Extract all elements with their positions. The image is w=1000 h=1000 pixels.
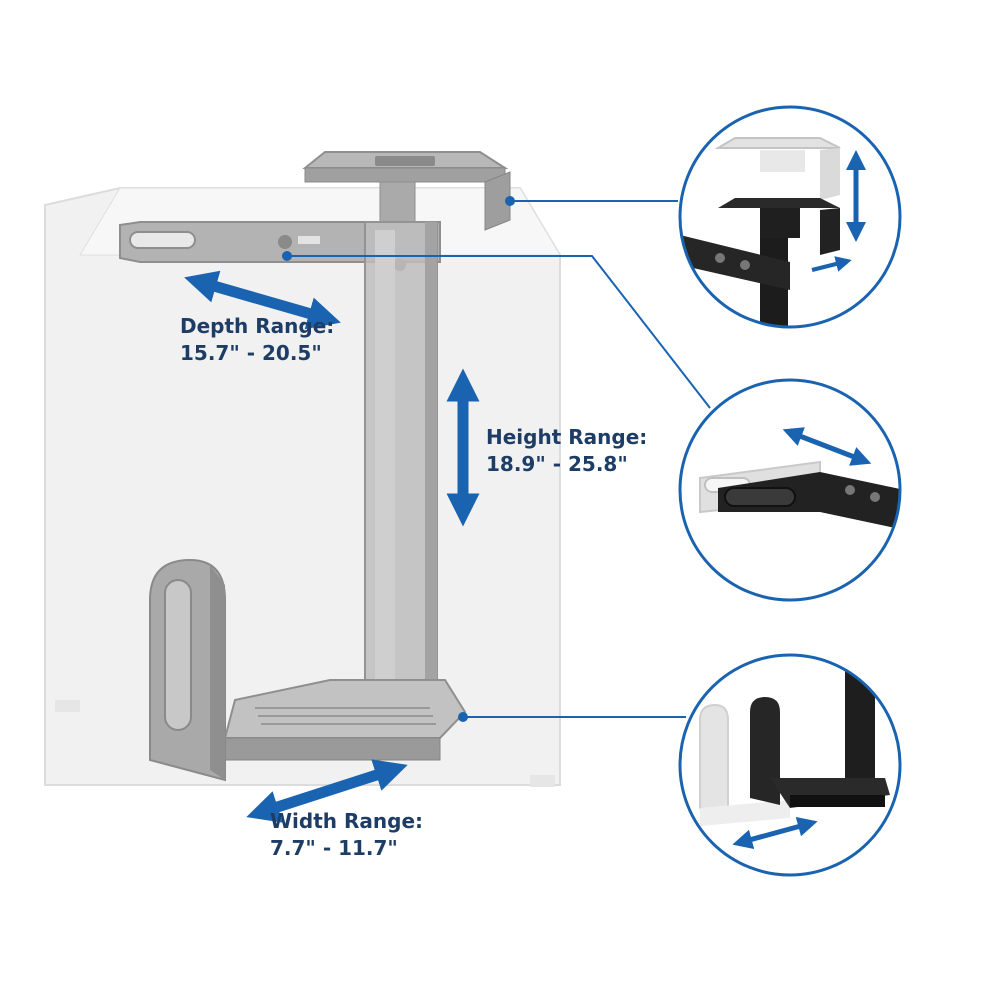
width-range-label: Width Range: 7.7" - 11.7" (270, 808, 423, 862)
small-horizontal-arrow-icon (811, 256, 852, 272)
width-adjust-detail (678, 653, 902, 877)
depth-range-title: Depth Range: (180, 314, 335, 338)
width-range-title: Width Range: (270, 809, 424, 833)
horizontal-double-arrow-icon (732, 816, 818, 850)
height-column (364, 221, 438, 713)
height-range-label: Height Range: 18.9" - 25.8" (486, 424, 647, 478)
depth-range-value: 15.7" - 20.5" (180, 341, 322, 365)
height-adjust-detail (678, 105, 902, 329)
leader-dots (282, 196, 515, 722)
height-range-title: Height Range: (486, 425, 648, 449)
side-bracket (149, 558, 226, 782)
depth-arm (119, 221, 441, 271)
depth-adjust-detail (678, 378, 902, 602)
leader-lines (287, 200, 711, 718)
depth-range-arrow-icon (184, 270, 341, 330)
height-range-value: 18.9" - 25.8" (486, 452, 628, 476)
width-range-value: 7.7" - 11.7" (270, 836, 398, 860)
diagonal-double-arrow-icon (782, 427, 872, 466)
depth-range-label: Depth Range: 15.7" - 20.5" (180, 313, 334, 367)
width-range-arrow-icon (246, 759, 408, 823)
